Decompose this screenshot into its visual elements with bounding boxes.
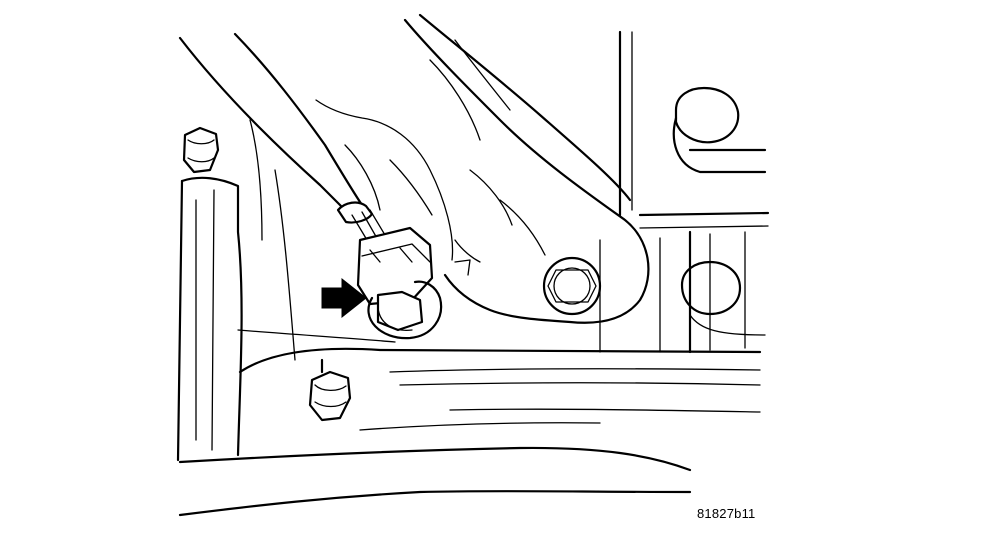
wiring-harness bbox=[178, 32, 386, 246]
crossmember bbox=[178, 368, 761, 517]
engine-housing bbox=[176, 119, 762, 462]
bolt-bracket bbox=[542, 256, 602, 316]
transmission-case bbox=[599, 30, 770, 354]
bolt-left bbox=[182, 126, 220, 174]
mount-bracket bbox=[315, 13, 650, 324]
sensor-connector bbox=[356, 226, 443, 340]
figure-reference-code: 81827b11 bbox=[697, 506, 756, 521]
bolt-bottom bbox=[308, 358, 352, 422]
right-arrow-icon bbox=[321, 277, 367, 319]
